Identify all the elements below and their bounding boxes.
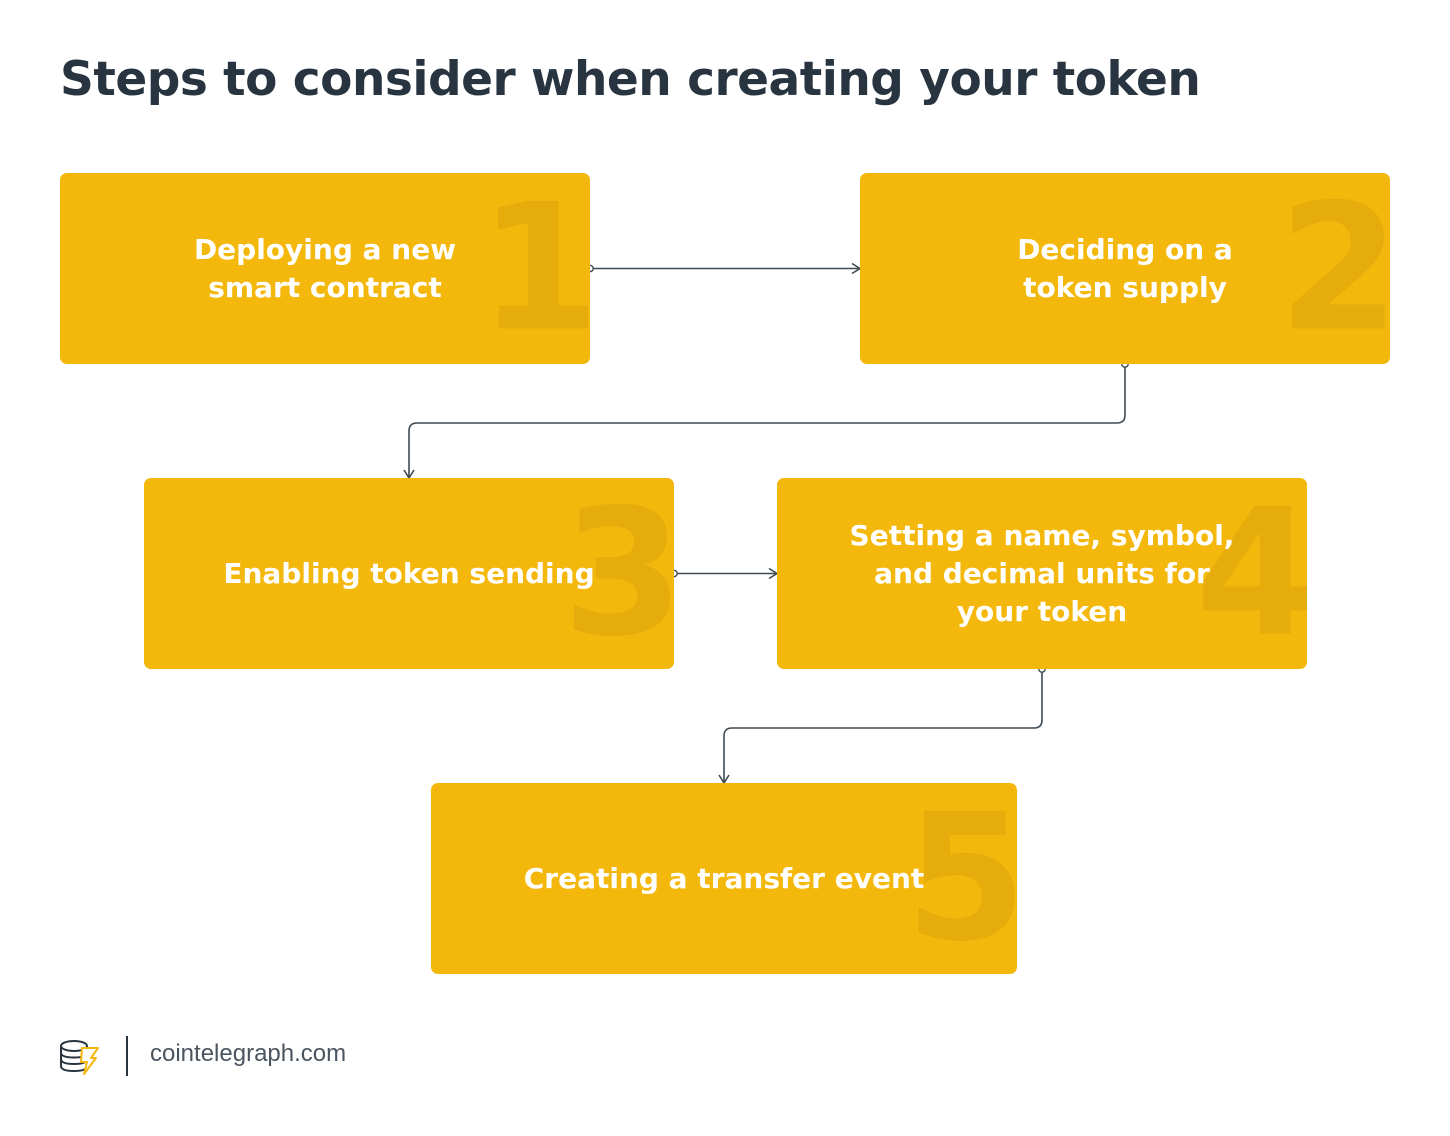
cointelegraph-logo-icon: [60, 1040, 99, 1075]
step-box-3: 3 Enabling token sending: [144, 478, 674, 669]
step-box-5: 5 Creating a transfer event: [431, 783, 1017, 974]
connector-3-to-4: [670, 567, 779, 580]
step-number-1: 1: [478, 173, 590, 364]
connector-2-to-3: [403, 360, 1129, 480]
step-label-2: Deciding on a token supply: [1017, 232, 1233, 304]
step-number-3: 3: [562, 478, 674, 669]
footer-divider: [126, 1036, 128, 1076]
footer-site-link[interactable]: cointelegraph.com: [150, 1040, 347, 1067]
step-box-1: 1 Deploying a new smart contract: [60, 173, 590, 364]
step-label-4: Setting a name, symbol, and decimal unit…: [849, 518, 1235, 628]
connector-4-to-5: [718, 665, 1046, 785]
step-number-5: 5: [905, 783, 1017, 974]
step-box-2: 2 Deciding on a token supply: [860, 173, 1390, 364]
step-label-1: Deploying a new smart contract: [193, 232, 457, 304]
page-title: Steps to consider when creating your tok…: [60, 52, 1201, 107]
step-number-4: 4: [1195, 478, 1307, 669]
connector-1-to-2: [586, 262, 862, 275]
step-label-5: Creating a transfer event: [523, 861, 925, 895]
step-number-2: 2: [1278, 173, 1390, 364]
step-box-4: 4 Setting a name, symbol, and decimal un…: [777, 478, 1307, 669]
step-label-3: Enabling token sending: [223, 556, 595, 590]
